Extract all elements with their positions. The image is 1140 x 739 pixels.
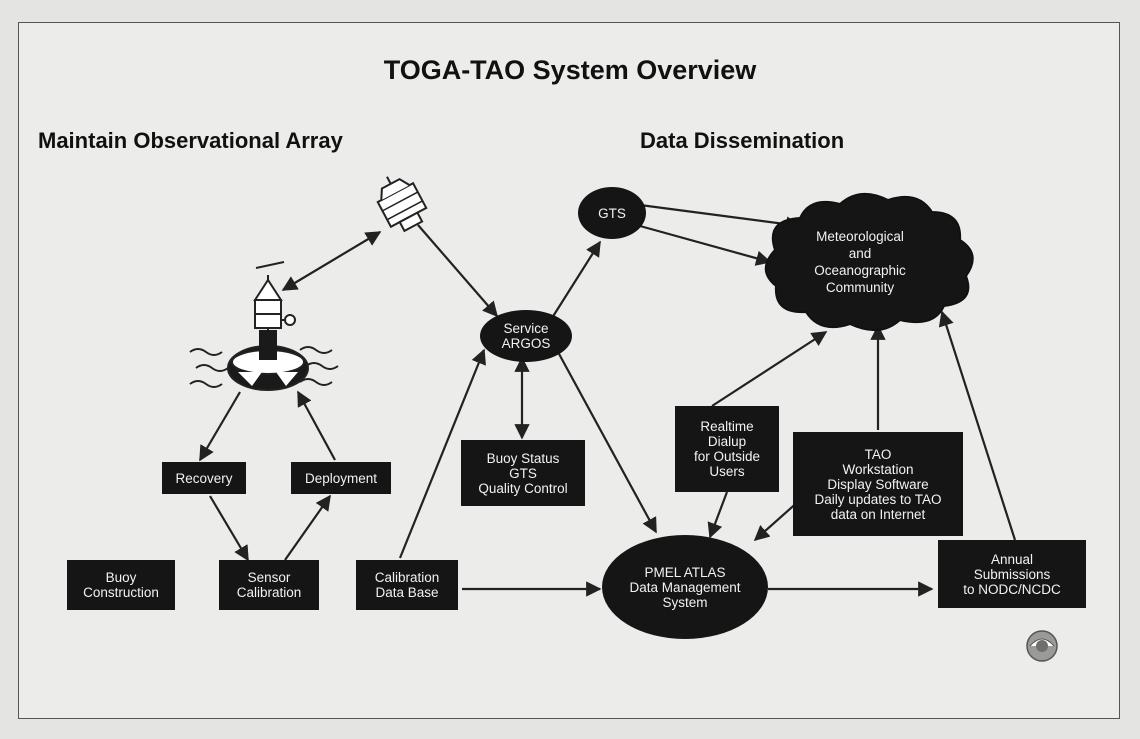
arrow-argos-pmel (557, 351, 657, 534)
buoy-construction-box: Buoy Construction (67, 560, 175, 610)
arrow-realtime-community (711, 331, 828, 407)
arrow-recovery-sensor (209, 495, 249, 562)
realtime-dialup-box: Realtime Dialup for Outside Users (675, 406, 779, 492)
pmel-atlas-ellipse: PMEL ATLAS Data Management System (602, 535, 768, 639)
gts-ellipse: GTS (578, 187, 646, 239)
arrow-argos-gts (551, 240, 601, 319)
arrow-realtime-pmel (707, 491, 729, 539)
arrow-deployment-buoy (297, 390, 336, 461)
community-label: Meteorological and Oceanographic Communi… (814, 229, 906, 295)
section-data-dissemination: Data Dissemination (640, 128, 845, 153)
arrow-buoy-recovery (199, 391, 241, 462)
arrow-annual-community (938, 310, 1017, 541)
arrow-buoy-satellite (281, 231, 382, 291)
arrow-gts-community-1 (639, 203, 802, 232)
recovery-box: Recovery (162, 462, 246, 494)
arrow-gts-community-2 (639, 224, 772, 266)
deployment-box: Deployment (291, 462, 391, 494)
arrow-sensor-deployment (284, 494, 331, 561)
arrow-caldb-argos (398, 348, 486, 559)
buoy-status-box: Buoy Status GTS Quality Control (461, 440, 585, 506)
diagram-title: TOGA-TAO System Overview (383, 55, 757, 85)
sensor-calibration-box: Sensor Calibration (219, 560, 319, 610)
annual-submissions-box: Annual Submissions to NODC/NCDC (938, 540, 1086, 608)
tao-workstation-box: TAO Workstation Display Software Daily u… (793, 432, 963, 536)
section-maintain-array: Maintain Observational Array (38, 128, 343, 153)
arrow-satellite-argos (417, 224, 499, 318)
calibration-database-box: Calibration Data Base (356, 560, 458, 610)
arrow-tao-pmel (753, 499, 801, 542)
service-argos-ellipse: Service ARGOS (480, 310, 572, 362)
